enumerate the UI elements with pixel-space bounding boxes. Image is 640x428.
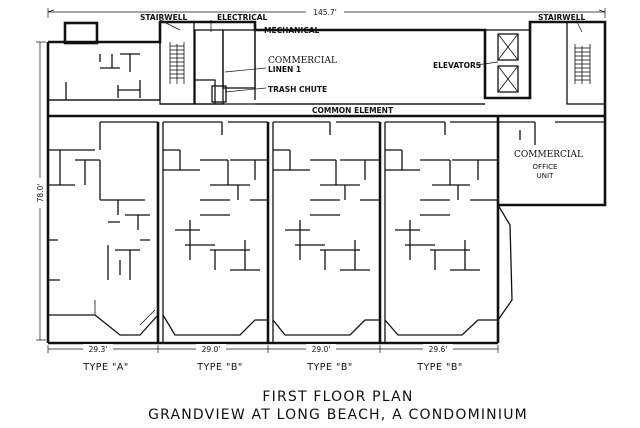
unit-type-b-1	[162, 149, 268, 336]
residential-units	[48, 108, 607, 345]
mechanical-label: MECHANICAL	[264, 26, 320, 35]
unit-3-width: 29.0'	[312, 345, 331, 354]
unit-type-label-4: TYPE "B"	[416, 362, 463, 373]
plan-subtitle: GRANDVIEW AT LONG BEACH, A CONDOMINIUM	[148, 407, 528, 423]
unit-2-width: 29.0'	[202, 345, 221, 354]
linen-label: LINEN 1	[268, 65, 301, 74]
overall-depth-dimension: 78.0'	[34, 41, 46, 341]
common-element-label: COMMON ELEMENT	[312, 106, 394, 115]
commercial-right-label: COMMERCIAL	[514, 150, 583, 160]
unit-separators	[156, 122, 386, 343]
office-unit-label-line1: OFFICE	[533, 163, 558, 171]
overall-width-label: 145.7'	[313, 8, 337, 17]
overall-width-dimension: 145.7'	[47, 6, 606, 18]
unit-type-b-2	[272, 149, 380, 336]
stairwell-left-label: STAIRWELL	[140, 13, 187, 22]
electrical-label: ELECTRICAL	[217, 13, 268, 22]
stairwell-left-stairs	[169, 42, 185, 84]
unit-4-width: 29.6'	[429, 345, 448, 354]
unit-type-label-1: TYPE "A"	[82, 362, 129, 373]
overall-depth-label: 78.0'	[36, 184, 45, 203]
office-unit-label-line2: UNIT	[537, 172, 554, 180]
service-core	[46, 20, 607, 343]
office-unit	[497, 108, 607, 321]
unit-type-label-2: TYPE "B"	[196, 362, 243, 373]
unit-type-label-3: TYPE "B"	[306, 362, 353, 373]
leader-lines	[159, 19, 583, 93]
stairwell-right-label: STAIRWELL	[538, 13, 585, 22]
elevators-label: ELEVATORS	[433, 61, 481, 70]
unit-dimensions: 29.3' 29.0' 29.0' 29.6'	[47, 344, 499, 354]
stairwell-right	[566, 21, 606, 105]
commercial-upper-label: COMMERCIAL	[268, 56, 337, 66]
unit-1-width: 29.3'	[89, 345, 108, 354]
plan-title: FIRST FLOOR PLAN	[262, 389, 413, 405]
trash-chute-label: TRASH CHUTE	[268, 85, 327, 94]
unit-type-a	[48, 149, 159, 336]
unit-type-b-3	[384, 149, 498, 336]
elevators	[484, 29, 531, 99]
